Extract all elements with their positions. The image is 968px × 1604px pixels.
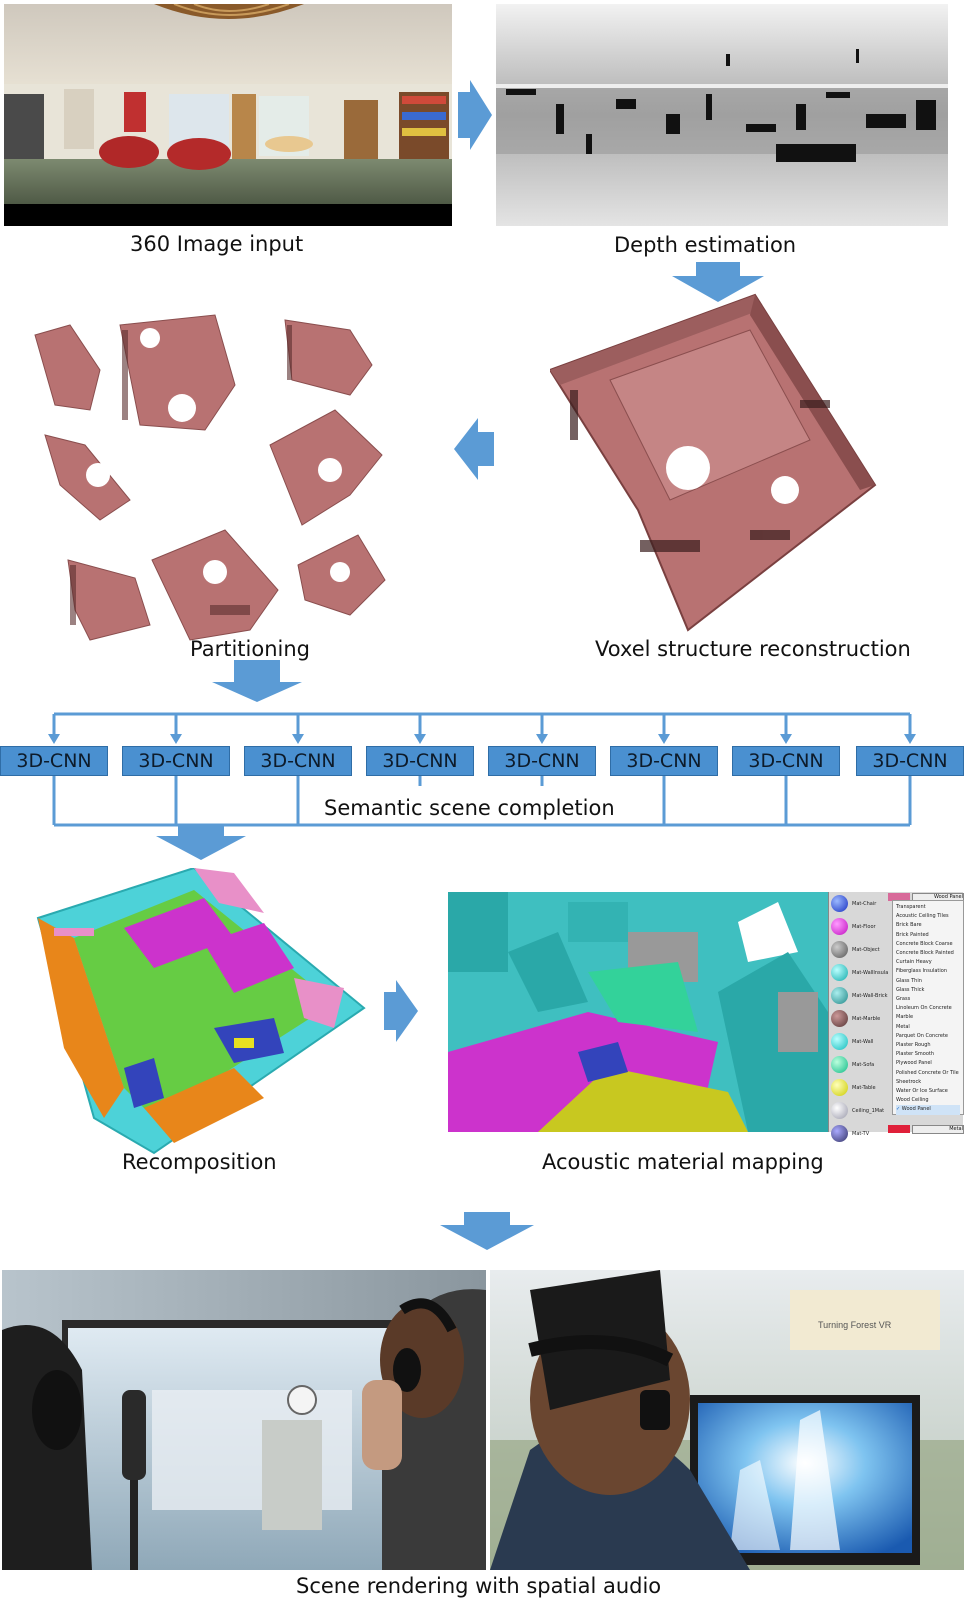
material-option[interactable]: Linoleum On Concrete bbox=[896, 1005, 952, 1012]
arrow-down-2 bbox=[440, 1212, 534, 1250]
sphere-icon bbox=[831, 964, 848, 981]
label-rendering: Scene rendering with spatial audio bbox=[296, 1574, 662, 1598]
material-option[interactable]: Glass Thin bbox=[896, 977, 922, 984]
material-option[interactable]: Transparent bbox=[896, 904, 926, 910]
material-option[interactable]: Parquet On Concrete bbox=[896, 1032, 949, 1039]
material-slot-label: Mat-Floor bbox=[852, 923, 876, 930]
cnn-box-2: 3D-CNN bbox=[122, 746, 230, 776]
label-voxel: Voxel structure reconstruction bbox=[595, 637, 911, 661]
material-option[interactable]: Grass bbox=[896, 996, 911, 1003]
material-option[interactable]: Sheetrock bbox=[896, 1078, 922, 1085]
cnn-box-1: 3D-CNN bbox=[0, 746, 108, 776]
material-option[interactable]: Polished Concrete Or Tile bbox=[896, 1069, 959, 1076]
label-recomposition: Recomposition bbox=[122, 1150, 277, 1174]
material-slot[interactable]: Mat-Wall bbox=[829, 1030, 963, 1053]
material-option[interactable]: Glass Thick bbox=[896, 986, 925, 993]
material-slot-label: Mat-WallInsula bbox=[852, 969, 889, 976]
material-option[interactable]: Brick Painted bbox=[896, 931, 929, 938]
arrow-left bbox=[454, 418, 494, 480]
sphere-icon bbox=[831, 1033, 848, 1050]
sphere-icon bbox=[831, 1056, 848, 1073]
material-field-top-value: Wood Panel bbox=[933, 894, 963, 900]
material-slot[interactable]: Mat-Wall-Brick bbox=[829, 984, 963, 1007]
vr-headset-photo: Turning Forest VR bbox=[490, 1270, 964, 1570]
label-depth: Depth estimation bbox=[614, 233, 797, 257]
acoustic-material-view bbox=[448, 892, 828, 1132]
sphere-icon bbox=[831, 1125, 848, 1142]
partitioned-voxel-blocks bbox=[34, 314, 386, 641]
recomposed-semantic-voxels bbox=[36, 868, 366, 1155]
material-option[interactable]: Fiberglass Insulation bbox=[896, 968, 947, 975]
material-slot-label: Mat-Object bbox=[852, 946, 880, 953]
cnn-box-7: 3D-CNN bbox=[732, 746, 840, 776]
cnn-box-3: 3D-CNN bbox=[244, 746, 352, 776]
arrow-down bbox=[672, 262, 764, 302]
material-slot[interactable]: Mat-Floor bbox=[829, 915, 963, 938]
sphere-icon bbox=[831, 1102, 848, 1119]
label-acoustic: Acoustic material mapping bbox=[542, 1150, 824, 1174]
material-option[interactable]: Metal bbox=[896, 1023, 910, 1030]
label-input: 360 Image input bbox=[130, 232, 304, 256]
material-option[interactable]: Curtain Heavy bbox=[896, 959, 932, 966]
material-option[interactable]: Concrete Block Painted bbox=[896, 950, 954, 957]
cnn-box-6: 3D-CNN bbox=[610, 746, 718, 776]
material-slot[interactable]: Mat-Chair bbox=[829, 892, 963, 915]
label-partitioning: Partitioning bbox=[190, 637, 310, 661]
cnn-box-5: 3D-CNN bbox=[488, 746, 596, 776]
panorama-image bbox=[4, 4, 452, 226]
material-option[interactable]: Plaster Smooth bbox=[896, 1051, 935, 1058]
sphere-icon bbox=[831, 987, 848, 1004]
material-slot[interactable]: Mat-Sofa bbox=[829, 1053, 963, 1076]
sphere-icon bbox=[831, 1079, 848, 1096]
sign-text: Turning Forest VR bbox=[818, 1320, 892, 1330]
material-option[interactable]: Marble bbox=[896, 1014, 914, 1021]
material-slot[interactable]: Ceiling_1Mat bbox=[829, 1099, 963, 1122]
cnn-branch-lines bbox=[48, 660, 916, 860]
material-slot-label: Mat-Sofa bbox=[852, 1061, 875, 1068]
material-field-bottom[interactable]: Metal bbox=[912, 1125, 964, 1134]
material-field-top-swatch bbox=[888, 893, 910, 901]
material-slot[interactable]: Mat-Object bbox=[829, 938, 963, 961]
material-slot[interactable]: Mat-Marble bbox=[829, 1007, 963, 1030]
material-option-selected-label: Wood Panel bbox=[901, 1106, 931, 1113]
material-option[interactable]: Water Or Ice Surface bbox=[896, 1088, 948, 1095]
depth-map-image bbox=[496, 4, 948, 226]
material-option[interactable]: Acoustic Ceiling Tiles bbox=[896, 913, 949, 920]
material-option-selected[interactable]: ✓ Wood Panel bbox=[896, 1105, 960, 1115]
material-field-bottom-value: Metal bbox=[949, 1126, 963, 1132]
sphere-icon bbox=[831, 918, 848, 935]
material-slot-label: Ceiling_1Mat bbox=[852, 1107, 885, 1114]
check-icon: ✓ bbox=[896, 1106, 901, 1113]
listener-headphones-photo bbox=[2, 1270, 486, 1570]
sphere-icon bbox=[831, 1010, 848, 1027]
label-ssc: Semantic scene completion bbox=[322, 796, 617, 820]
material-option[interactable]: Plaster Rough bbox=[896, 1042, 931, 1049]
material-slot-label: Mat-Wall bbox=[852, 1038, 874, 1045]
material-slot-label: Mat-Table bbox=[852, 1084, 876, 1091]
material-slot-label: Mat-Marble bbox=[852, 1015, 881, 1022]
arrow-right-2 bbox=[384, 980, 418, 1042]
material-option[interactable]: Brick Bare bbox=[896, 922, 922, 929]
arrow-right bbox=[458, 80, 492, 150]
material-slot[interactable]: Mat-Table bbox=[829, 1076, 963, 1099]
material-field-bottom-swatch bbox=[888, 1125, 910, 1133]
material-option[interactable]: Plywood Panel bbox=[896, 1060, 932, 1067]
material-slot[interactable]: Mat-TV bbox=[829, 1122, 963, 1145]
cnn-box-4: 3D-CNN bbox=[366, 746, 474, 776]
material-slot-label: Mat-Chair bbox=[852, 900, 877, 907]
material-dropdown-list[interactable]: Transparent Acoustic Ceiling Tiles Brick… bbox=[892, 900, 964, 1115]
material-slot-label: Mat-TV bbox=[852, 1130, 870, 1137]
sphere-icon bbox=[831, 941, 848, 958]
cnn-box-8: 3D-CNN bbox=[856, 746, 964, 776]
material-option[interactable]: Concrete Block Coarse bbox=[896, 940, 953, 947]
voxel-structure bbox=[550, 293, 877, 632]
material-option[interactable]: Wood Ceiling bbox=[896, 1097, 929, 1104]
material-slot[interactable]: Mat-WallInsula bbox=[829, 961, 963, 984]
sphere-icon bbox=[831, 895, 848, 912]
material-slot-label: Mat-Wall-Brick bbox=[852, 992, 888, 999]
